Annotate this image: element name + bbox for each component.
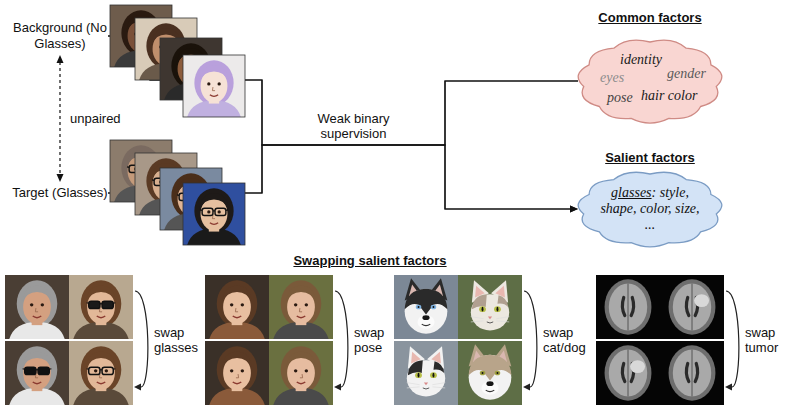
swap-caption: swap tumor (745, 325, 793, 355)
edge-label: Weak binary supervision (294, 111, 414, 141)
face-photo (205, 341, 269, 405)
arrow-head (57, 174, 64, 182)
factor-word: gender (667, 66, 706, 82)
swap-arrow (334, 291, 348, 391)
factor-cloud: Common factors identity gender eyes pose hair… (575, 8, 725, 126)
brain-scan (660, 275, 724, 339)
sunglasses (23, 367, 52, 374)
section-heading: Swapping salient factors (293, 253, 446, 268)
cat-photo (394, 341, 458, 405)
supervision-connector (108, 36, 578, 145)
factor-cloud: Salient factors glasses: style, shape, co… (575, 148, 725, 250)
dog-photo (394, 275, 458, 339)
face-photo (183, 55, 245, 117)
swap-arrow (523, 291, 537, 391)
cat-dog-swap-pair (394, 275, 522, 405)
brain-scan (596, 341, 660, 405)
background-face-stack (110, 5, 245, 117)
glasses-swap-pair (5, 275, 133, 405)
connector-line (59, 62, 60, 175)
pose-swap-pair (205, 275, 333, 405)
swap-caption: swap cat/dog (543, 325, 591, 355)
image-set-box: Target (Glasses) (12, 185, 108, 201)
connector-line (108, 36, 578, 145)
brain-scan (596, 275, 660, 339)
group-heading: Common factors (575, 10, 725, 25)
set-label: Target (Glasses) (12, 185, 108, 201)
factor-word: identity (620, 52, 662, 68)
face-photo (5, 341, 69, 405)
sunglasses (87, 301, 116, 308)
swap-caption: swap pose (354, 325, 402, 355)
face-photo (269, 341, 333, 405)
face-photo (205, 275, 269, 339)
face-photo (269, 275, 333, 339)
tumor-swap-pair (596, 275, 724, 405)
factor-word: pose (607, 90, 633, 106)
target-face-stack (110, 140, 245, 245)
swap-arrow (134, 291, 148, 391)
glasses (87, 367, 116, 374)
face-photo (69, 275, 133, 339)
salient-keyword: glasses (611, 185, 651, 200)
image-set-box: Background (No Glasses) (12, 20, 108, 52)
face-photo (69, 341, 133, 405)
face-photo (5, 275, 69, 339)
arrow-head (57, 55, 64, 63)
group-heading: Salient factors (575, 150, 725, 165)
brain-scan (660, 341, 724, 405)
set-label: Background (No Glasses) (12, 20, 108, 52)
face-photo (183, 183, 245, 245)
cloud-border (578, 40, 722, 123)
edge-label: unpaired (68, 111, 123, 126)
dog-photo (458, 341, 522, 405)
factor-word: hair color (641, 88, 697, 104)
factor-list: glasses: style, shape, color, size, ... (595, 185, 705, 233)
glasses (200, 208, 228, 215)
swap-arrow (725, 291, 739, 391)
dashed-double-arrow (57, 55, 64, 182)
cloud-border (578, 172, 722, 247)
factor-word: eyes (600, 70, 624, 86)
swap-caption: swap glasses (154, 325, 202, 355)
cat-photo (458, 275, 522, 339)
arrow-head (570, 206, 578, 213)
arrow-head (570, 206, 578, 213)
